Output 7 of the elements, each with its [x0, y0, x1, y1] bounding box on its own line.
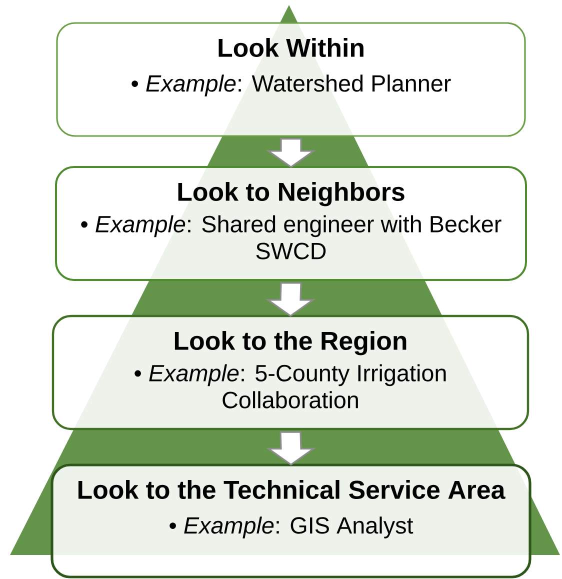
process-box: Look to Neighbors • Example: Shared engineer with Becker SWCD [55, 166, 527, 281]
process-box: Look Within • Example: Watershed Planner [56, 22, 526, 137]
process-box: Look to the Region • Example: 5-County Irrigation Collaboration [52, 314, 530, 430]
block-arrow [265, 282, 316, 317]
block-arrow [266, 431, 316, 466]
process-box: Look to the Technical Service Area • Example: GIS Analyst [50, 464, 532, 578]
block-arrow [266, 138, 316, 168]
